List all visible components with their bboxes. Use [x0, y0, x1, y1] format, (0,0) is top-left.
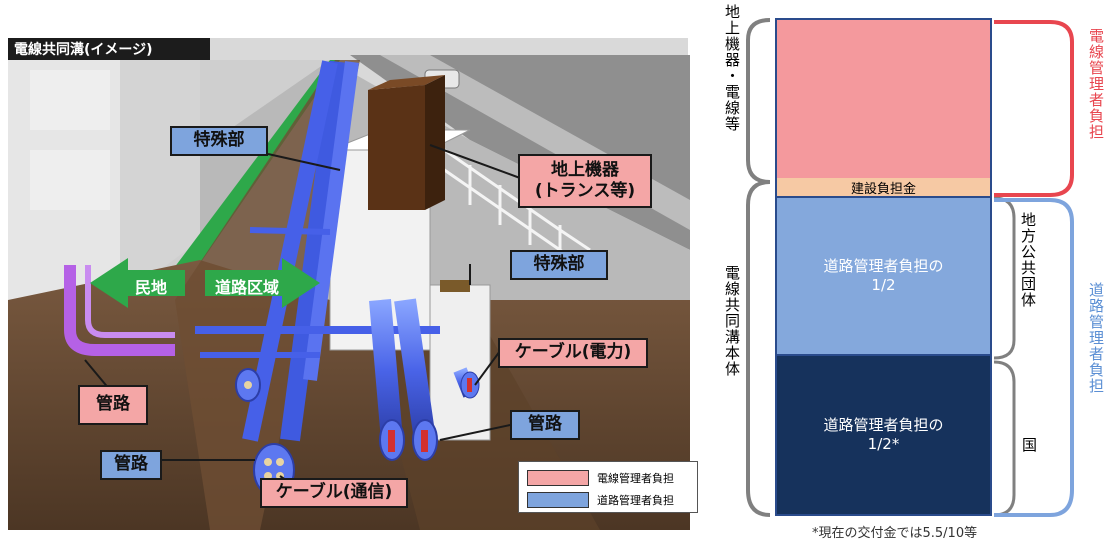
block-road-manager-local: 道路管理者負担の 1/2	[775, 196, 992, 356]
legend-item-road: 道路管理者負担	[527, 492, 674, 508]
callout-kanro-left: 管路	[78, 385, 148, 425]
chamber-right	[429, 284, 491, 441]
callout-kanro-right: 管路	[510, 410, 580, 440]
block-construction-contribution-label: 建設負担金	[850, 181, 916, 197]
block-road-manager-national: 道路管理者負担の 1/2*	[775, 356, 992, 516]
callout-chijo-kiki: 地上機器 (トランス等)	[518, 154, 652, 208]
label-doro-kuiki: 道路区域	[215, 278, 280, 297]
callout-tokushubu-right: 特殊部	[510, 250, 608, 280]
callout-kanro-bottom: 管路	[100, 450, 162, 480]
label-electric-manager-burden: 電線管理者負担	[1087, 28, 1105, 140]
label-local-government: 地方公共団体	[1019, 212, 1037, 308]
outer-right-braces	[994, 20, 1074, 517]
label-chijo-kiki-densen: 地上機器・電線等	[723, 4, 741, 132]
footnote: *現在の交付金では5.5/10等	[812, 526, 978, 541]
block-construction-contribution: 建設負担金	[775, 178, 992, 197]
block-road-manager-national-label: 道路管理者負担の 1/2*	[823, 415, 944, 454]
legend-swatch-road	[527, 492, 589, 508]
private-pipe	[64, 265, 175, 356]
transformer-box	[368, 85, 425, 210]
label-road-manager-burden: 道路管理者負担	[1087, 282, 1105, 394]
legend-item-electric: 電線管理者負担	[527, 470, 674, 486]
callout-tokushubu-left: 特殊部	[170, 126, 268, 156]
label-minchi: 民地	[135, 278, 168, 297]
legend: 電線管理者負担 道路管理者負担	[518, 461, 698, 513]
arrow-minchi	[90, 258, 185, 308]
right-pipes	[369, 298, 480, 461]
main-pipes	[195, 60, 440, 442]
legend-swatch-electric	[527, 470, 589, 486]
callout-cable-tsushin: ケーブル(通信)	[260, 478, 408, 508]
label-densen-kyodoko-hontai: 電線共同溝本体	[723, 265, 741, 377]
block-electric-equipment	[775, 18, 992, 178]
illustration-title: 電線共同溝(イメージ)	[8, 38, 210, 60]
label-national: 国	[1022, 436, 1038, 454]
left-braces	[746, 18, 771, 517]
callout-cable-denryoku: ケーブル(電力)	[498, 338, 648, 368]
block-road-manager-local-label: 道路管理者負担の 1/2	[823, 256, 944, 295]
legend-label-road: 道路管理者負担	[597, 494, 674, 507]
boundary-strip	[150, 60, 340, 300]
legend-label-electric: 電線管理者負担	[597, 472, 674, 485]
arrow-doro	[205, 258, 320, 308]
